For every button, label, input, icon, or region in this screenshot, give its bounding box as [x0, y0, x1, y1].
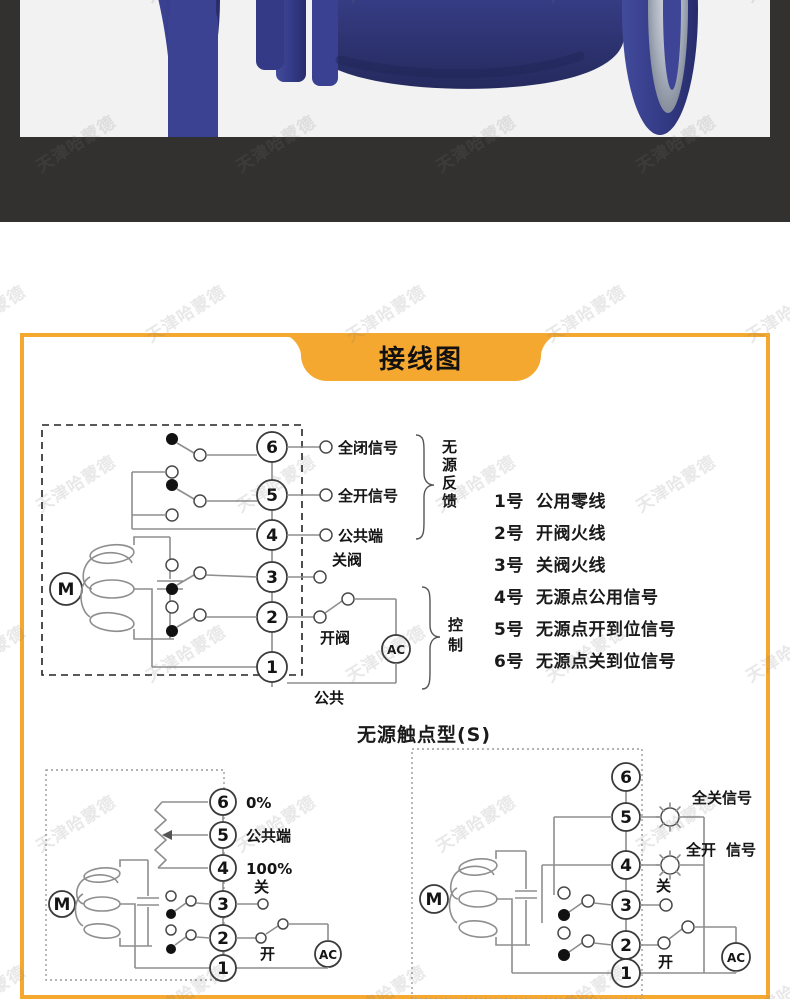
- legend-item: 1号公用零线: [494, 487, 676, 512]
- legend-desc: 公用零线: [536, 492, 606, 512]
- main-diagram-caption: 无源触点型(S): [356, 724, 492, 746]
- legend-desc: 无源点关到位信号: [536, 652, 676, 672]
- terminal-3-bl: 3: [217, 895, 229, 915]
- ac-label-br: AC: [727, 951, 745, 965]
- bl-label-t3: 关: [254, 878, 269, 896]
- legend-num: 3号: [494, 556, 524, 576]
- terminal-6-br: 6: [620, 768, 632, 788]
- svg-text:源: 源: [442, 456, 457, 474]
- terminal-3-main: 3: [266, 568, 278, 588]
- legend-desc: 开阀火线: [536, 524, 606, 544]
- bl-label-t4: 100%: [246, 860, 292, 878]
- bracket-control-c1: 控: [448, 616, 463, 634]
- main-wiring-diagram: M 6: [41, 424, 463, 707]
- br-label-t4a: 全开: [685, 841, 716, 859]
- terminal-4-br: 4: [620, 856, 632, 876]
- main-label-t6: 全闭信号: [337, 439, 398, 457]
- bl-label-t2: 开: [260, 945, 275, 963]
- bracket-feedback-c1: 无: [441, 438, 457, 456]
- main-label-t1: 公共: [314, 689, 344, 707]
- motor-label-br: M: [426, 890, 443, 910]
- hero-dark-band: [0, 0, 790, 222]
- legend-num: 4号: [494, 588, 524, 608]
- br-label-t3: 关: [656, 877, 671, 895]
- ac-label-main: AC: [387, 643, 405, 657]
- terminal-1-bl: 1: [217, 959, 229, 979]
- motor-label-main: M: [58, 580, 75, 600]
- product-photo: [20, 0, 770, 137]
- terminal-4-bl: 4: [217, 859, 229, 879]
- main-label-t5: 全开信号: [337, 487, 398, 505]
- valve-body: [318, 0, 624, 89]
- legend-item: 3号关阀火线: [494, 551, 676, 576]
- legend-num: 2号: [494, 524, 524, 544]
- terminal-5-br: 5: [620, 808, 632, 828]
- page-title: 接线图: [378, 344, 463, 375]
- legend-item: 4号无源点公用信号: [494, 583, 676, 608]
- bl-label-t6: 0%: [246, 794, 271, 812]
- legend-desc: 关阀火线: [536, 556, 606, 576]
- br-label-t2: 开: [658, 953, 673, 971]
- main-label-t4: 公共端: [338, 527, 383, 545]
- main-label-t3: 关阀: [332, 551, 362, 569]
- terminal-2-br: 2: [620, 936, 632, 956]
- terminal-1-br: 1: [620, 964, 632, 984]
- br-label-t5: 全关信号: [691, 789, 752, 807]
- terminal-6-main: 6: [266, 438, 278, 458]
- legend-num: 1号: [494, 492, 524, 512]
- legend-item: 6号无源点关到位信号: [494, 647, 676, 672]
- br-label-t4b: 信号: [726, 841, 756, 859]
- bl-label-t5: 公共端: [246, 827, 291, 845]
- legend-desc: 无源点公用信号: [536, 588, 659, 608]
- terminal-1-main: 1: [266, 658, 278, 678]
- terminal-2-main: 2: [266, 608, 278, 628]
- panel-title-tab: 接线图: [301, 333, 541, 381]
- legend-num: 6号: [494, 652, 524, 672]
- svg-text:反: 反: [442, 474, 457, 492]
- terminal-3-br: 3: [620, 896, 632, 916]
- terminal-5-main: 5: [266, 486, 278, 506]
- motor-label-bl: M: [54, 895, 71, 915]
- main-label-t2: 开阀: [320, 629, 350, 647]
- legend-num: 5号: [494, 620, 524, 640]
- valve-illustration: [158, 0, 698, 137]
- potentiometer-wiring-diagram: M 6 0% 5 公共端: [45, 769, 342, 982]
- svg-text:制: 制: [448, 636, 463, 654]
- lamp-indicator-wiring-diagram: M 6 5: [411, 748, 756, 999]
- terminal-6-bl: 6: [217, 793, 229, 813]
- terminal-4-main: 4: [266, 526, 278, 546]
- terminal-5-bl: 5: [217, 826, 229, 846]
- terminal-legend: 1号公用零线 2号开阀火线 3号关阀火线 4号无源点公用信号 5号无源点开到位信…: [494, 487, 676, 672]
- terminal-2-bl: 2: [217, 929, 229, 949]
- legend-item: 5号无源点开到位信号: [494, 615, 676, 640]
- svg-text:馈: 馈: [441, 492, 457, 510]
- ac-label-bl: AC: [319, 948, 337, 962]
- wiring-diagram-panel: 接线图 M 6: [20, 333, 770, 999]
- legend-item: 2号开阀火线: [494, 519, 676, 544]
- legend-desc: 无源点开到位信号: [536, 620, 676, 640]
